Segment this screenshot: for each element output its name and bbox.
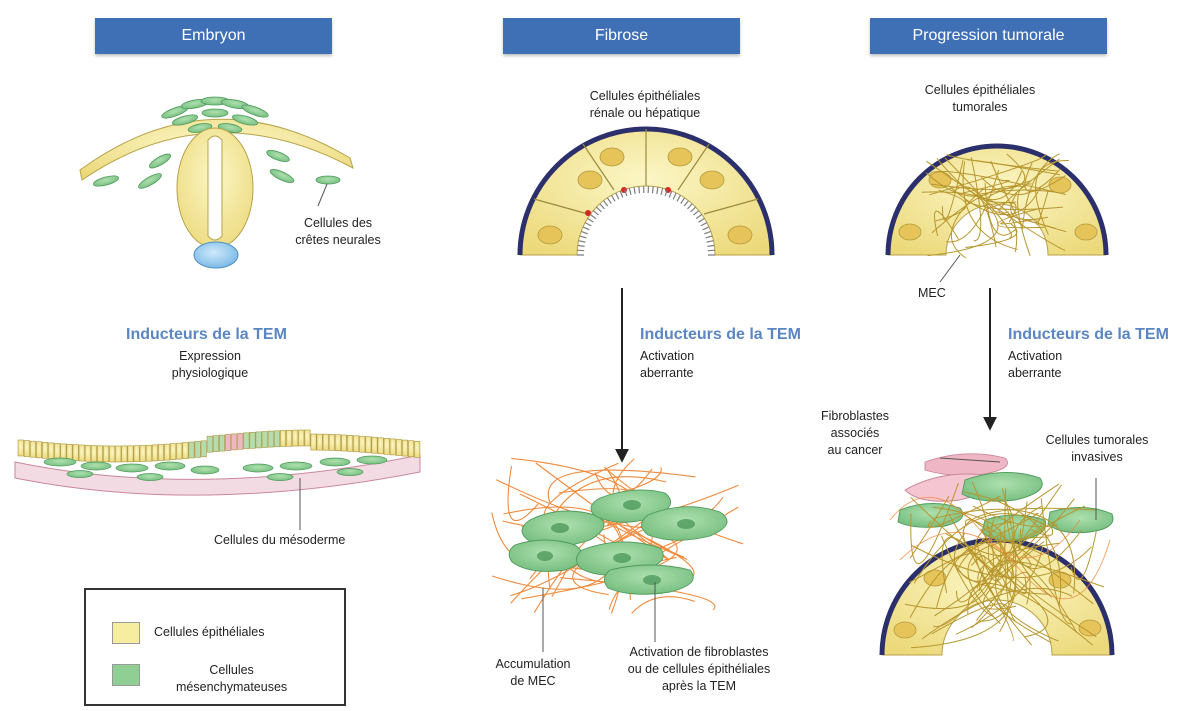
fibrose-inducer-title: Inducteurs de la TEM (640, 326, 801, 344)
invasive-tumor-illustration (882, 454, 1113, 655)
mesoderm-label: Cellules du mésoderme (214, 532, 345, 549)
progression-inducer-title: Inducteurs de la TEM (1008, 326, 1169, 344)
tumor-epithelium-label: Cellules épithéliales tumorales (890, 82, 1070, 116)
header-embryon-label: Embryon (181, 27, 245, 45)
legend-mesenchymal-label: Cellules mésenchymateuses (176, 662, 287, 696)
ecm-label: MEC (918, 285, 946, 302)
progression-inducer-desc: Activation aberrante (1008, 348, 1062, 382)
fibroblast-activation-label: Activation de fibroblastes ou de cellule… (594, 644, 804, 695)
legend-mesenchymal-swatch (112, 664, 140, 686)
legend: Cellules épithéliales Cellules mésenchym… (84, 588, 346, 706)
embryon-inducer-desc: Expression physiologique (150, 348, 270, 382)
header-progression-label: Progression tumorale (912, 27, 1064, 45)
renal-epithelium-illustration (520, 129, 772, 255)
embryon-inducer-title: Inducteurs de la TEM (126, 326, 287, 344)
header-fibrose-label: Fibrose (595, 27, 648, 45)
tumor-epithelium-illustration (888, 146, 1106, 282)
fibrosis-ecm-illustration (492, 458, 743, 652)
caf-label: Fibroblastes associés au cancer (800, 408, 910, 459)
renal-epithelium-label: Cellules épithéliales rénale ou hépatiqu… (540, 88, 750, 122)
neural-crest-label: Cellules des crêtes neurales (278, 215, 398, 249)
header-progression: Progression tumorale (870, 18, 1107, 54)
invasive-cells-label: Cellules tumorales invasives (1022, 432, 1172, 466)
legend-epithelial-label: Cellules épithéliales (154, 624, 264, 641)
fibrose-inducer-desc: Activation aberrante (640, 348, 694, 382)
mesoderm-illustration (15, 430, 420, 530)
header-fibrose: Fibrose (503, 18, 740, 54)
ecm-accumulation-label: Accumulation de MEC (478, 656, 588, 690)
header-embryon: Embryon (95, 18, 332, 54)
legend-epithelial-swatch (112, 622, 140, 644)
